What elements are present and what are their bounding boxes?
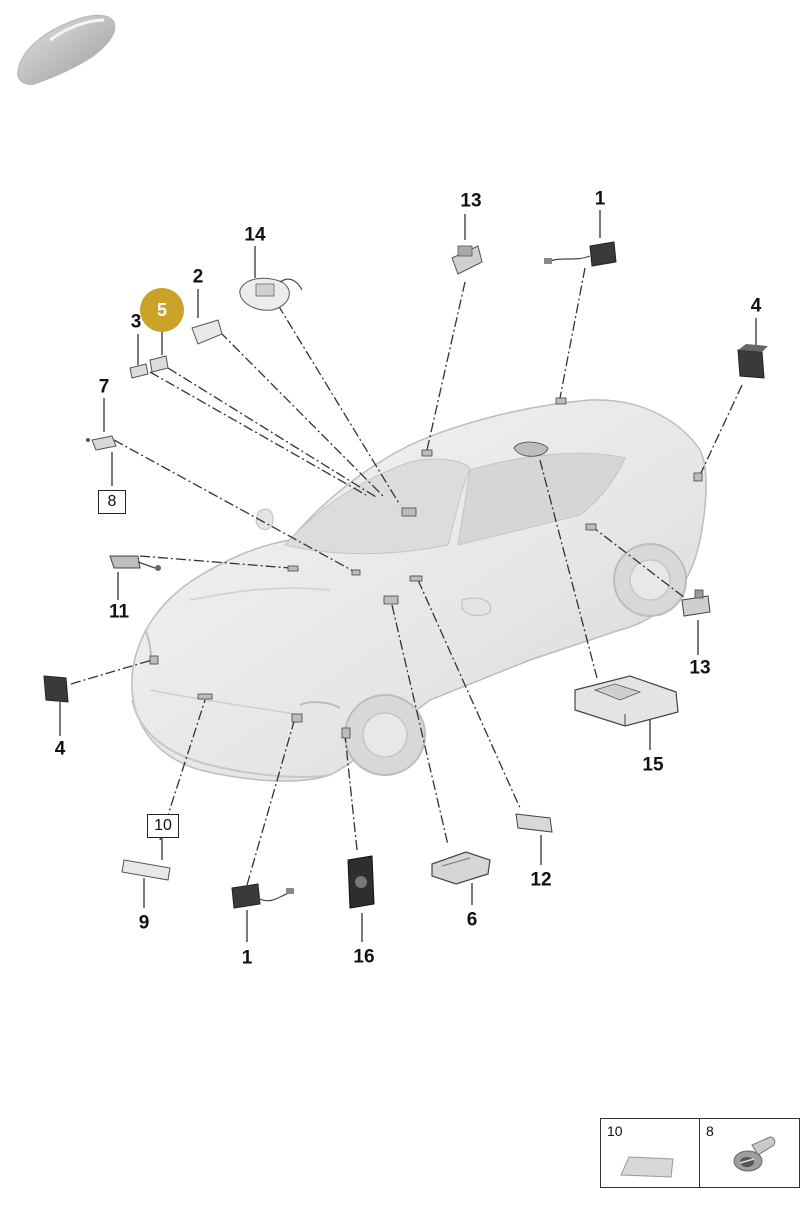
callout-4-right[interactable]: 4 xyxy=(750,295,762,317)
callout-1-bottom[interactable]: 1 xyxy=(241,947,253,969)
callout-13-top[interactable]: 13 xyxy=(460,190,482,212)
part-1-bottom xyxy=(231,883,294,909)
callout-7[interactable]: 7 xyxy=(98,376,110,398)
callout-3[interactable]: 3 xyxy=(130,311,142,333)
boxed-callout-8[interactable]: 8 xyxy=(98,490,126,514)
mounted-parts xyxy=(149,397,703,739)
legend-cell-10[interactable]: 10 xyxy=(601,1119,700,1187)
highlighted-callout-5[interactable]: 5 xyxy=(140,288,184,332)
callout-13-right[interactable]: 13 xyxy=(689,657,711,679)
part-13-right xyxy=(681,589,711,617)
callout-ticks xyxy=(59,210,757,942)
part-4-right xyxy=(737,344,768,379)
part-9 xyxy=(121,859,171,881)
legend-label-8: 8 xyxy=(706,1123,714,1139)
part-3 xyxy=(129,355,169,379)
part-12 xyxy=(515,813,553,833)
part-16 xyxy=(347,855,375,909)
callout-15[interactable]: 15 xyxy=(642,754,664,776)
callout-6[interactable]: 6 xyxy=(466,909,478,931)
boxed-callout-10[interactable]: 10 xyxy=(147,814,179,838)
part-4-left xyxy=(43,675,69,703)
part-13-top xyxy=(451,245,483,275)
callout-14[interactable]: 14 xyxy=(244,224,266,246)
part-7 xyxy=(86,435,117,451)
vehicle-body xyxy=(131,399,707,782)
part-1-top xyxy=(544,241,617,267)
callout-9[interactable]: 9 xyxy=(138,912,150,934)
part-14 xyxy=(239,277,303,311)
legend-label-10: 10 xyxy=(607,1123,623,1139)
part-11 xyxy=(109,555,161,571)
part-6 xyxy=(431,851,491,885)
screw-icon xyxy=(733,1136,776,1172)
fastener-legend: 10 8 xyxy=(600,1118,800,1188)
callout-11[interactable]: 11 xyxy=(108,601,130,623)
callout-16[interactable]: 16 xyxy=(353,946,375,968)
callout-4-left[interactable]: 4 xyxy=(54,738,66,760)
adhesive-pad-icon xyxy=(620,1156,674,1178)
part-2 xyxy=(191,319,223,345)
callout-12[interactable]: 12 xyxy=(530,869,552,891)
part-15 xyxy=(574,675,679,727)
vehicle-thumbnail-icon xyxy=(17,14,116,85)
callout-2[interactable]: 2 xyxy=(192,266,204,288)
callout-1-top[interactable]: 1 xyxy=(594,188,606,210)
legend-cell-8[interactable]: 8 xyxy=(700,1119,799,1187)
